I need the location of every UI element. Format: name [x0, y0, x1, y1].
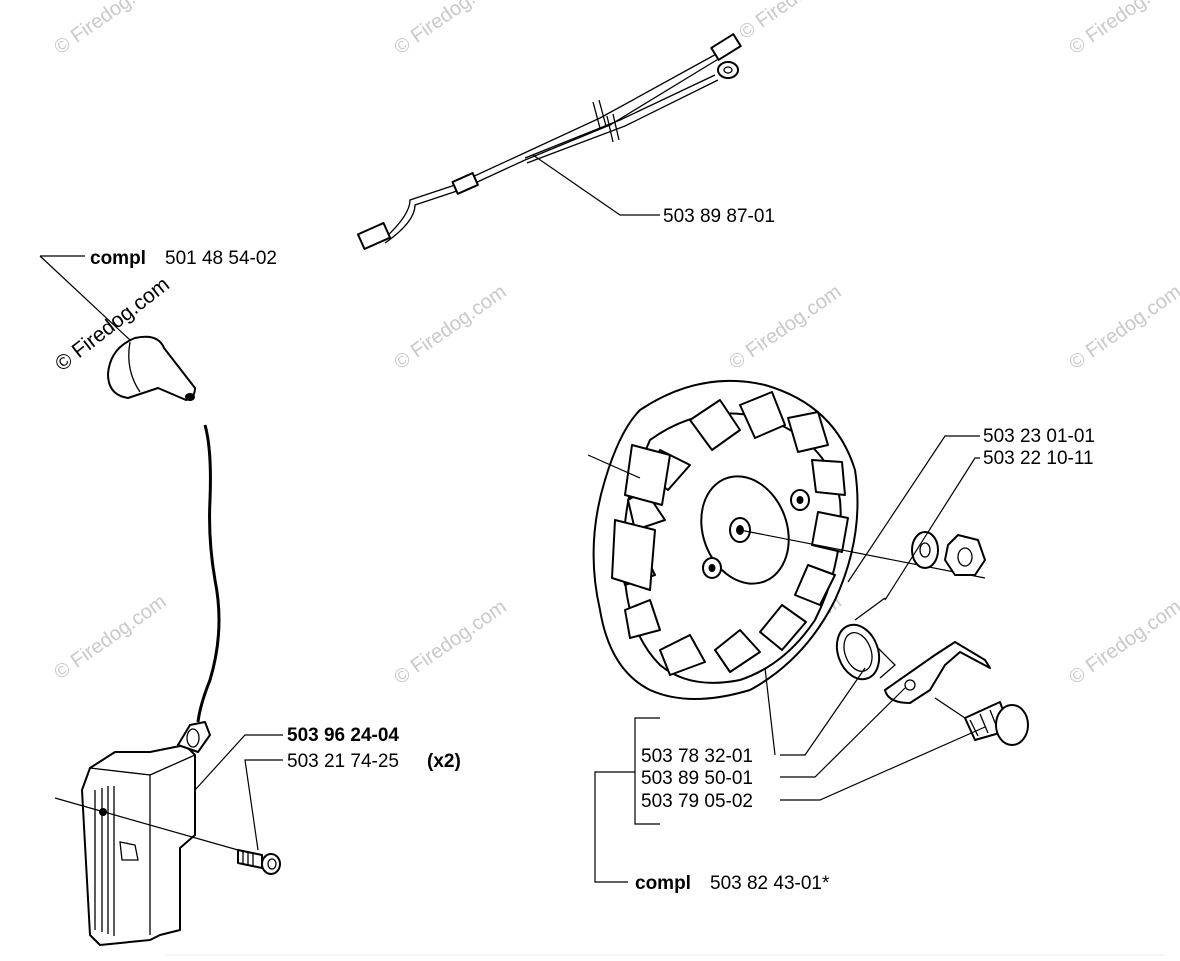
watermark: © Firedog.com [390, 281, 510, 374]
flywheel-illustration [587, 379, 986, 700]
watermark: © Firedog.com [1065, 281, 1180, 374]
label-module-screw-qty: (x2) [427, 751, 461, 772]
spring-pawl-illustration [835, 597, 1029, 746]
watermark: © Firedog.com [390, 0, 510, 59]
callout-labels: 503 89 87-01 compl 501 48 54-02 503 96 2… [90, 206, 1095, 894]
label-flywheel-kit-number: 503 82 43-01* [710, 873, 830, 894]
label-nut-number: 503 22 10-11 [983, 448, 1094, 469]
ignition-cable-illustration [356, 33, 742, 251]
label-module-screw-number: 503 21 74-25 [287, 751, 399, 772]
label-washer-number: 503 23 01-01 [983, 426, 1095, 447]
label-spark-cap-number: 501 48 54-02 [165, 248, 277, 269]
watermark: © Firedog.com [1065, 0, 1180, 59]
label-spring-number: 503 89 50-01 [641, 768, 753, 789]
label-cable-number: 503 89 87-01 [663, 206, 775, 227]
watermark: © Firedog.com [50, 0, 170, 59]
label-spark-cap-prefix: compl [90, 248, 146, 269]
watermark: © Firedog.com [735, 0, 855, 44]
label-flywheel-kit-prefix: compl [635, 873, 691, 894]
watermark: © Firedog.com [390, 596, 510, 689]
label-pawl-pin-number: 503 79 05-02 [641, 791, 753, 812]
leader-lines [39, 154, 986, 883]
label-ignition-module-number: 503 96 24-04 [287, 725, 399, 746]
label-flywheel-number: 503 78 32-01 [641, 746, 753, 767]
washer-nut-illustration [911, 531, 986, 576]
watermark: © Firedog.com [725, 281, 845, 374]
ignition-module-illustration [54, 721, 281, 946]
watermark: © Firedog.com [50, 591, 170, 684]
spark-plug-cap-illustration [107, 335, 221, 723]
watermark: © Firedog.com [1065, 596, 1180, 689]
